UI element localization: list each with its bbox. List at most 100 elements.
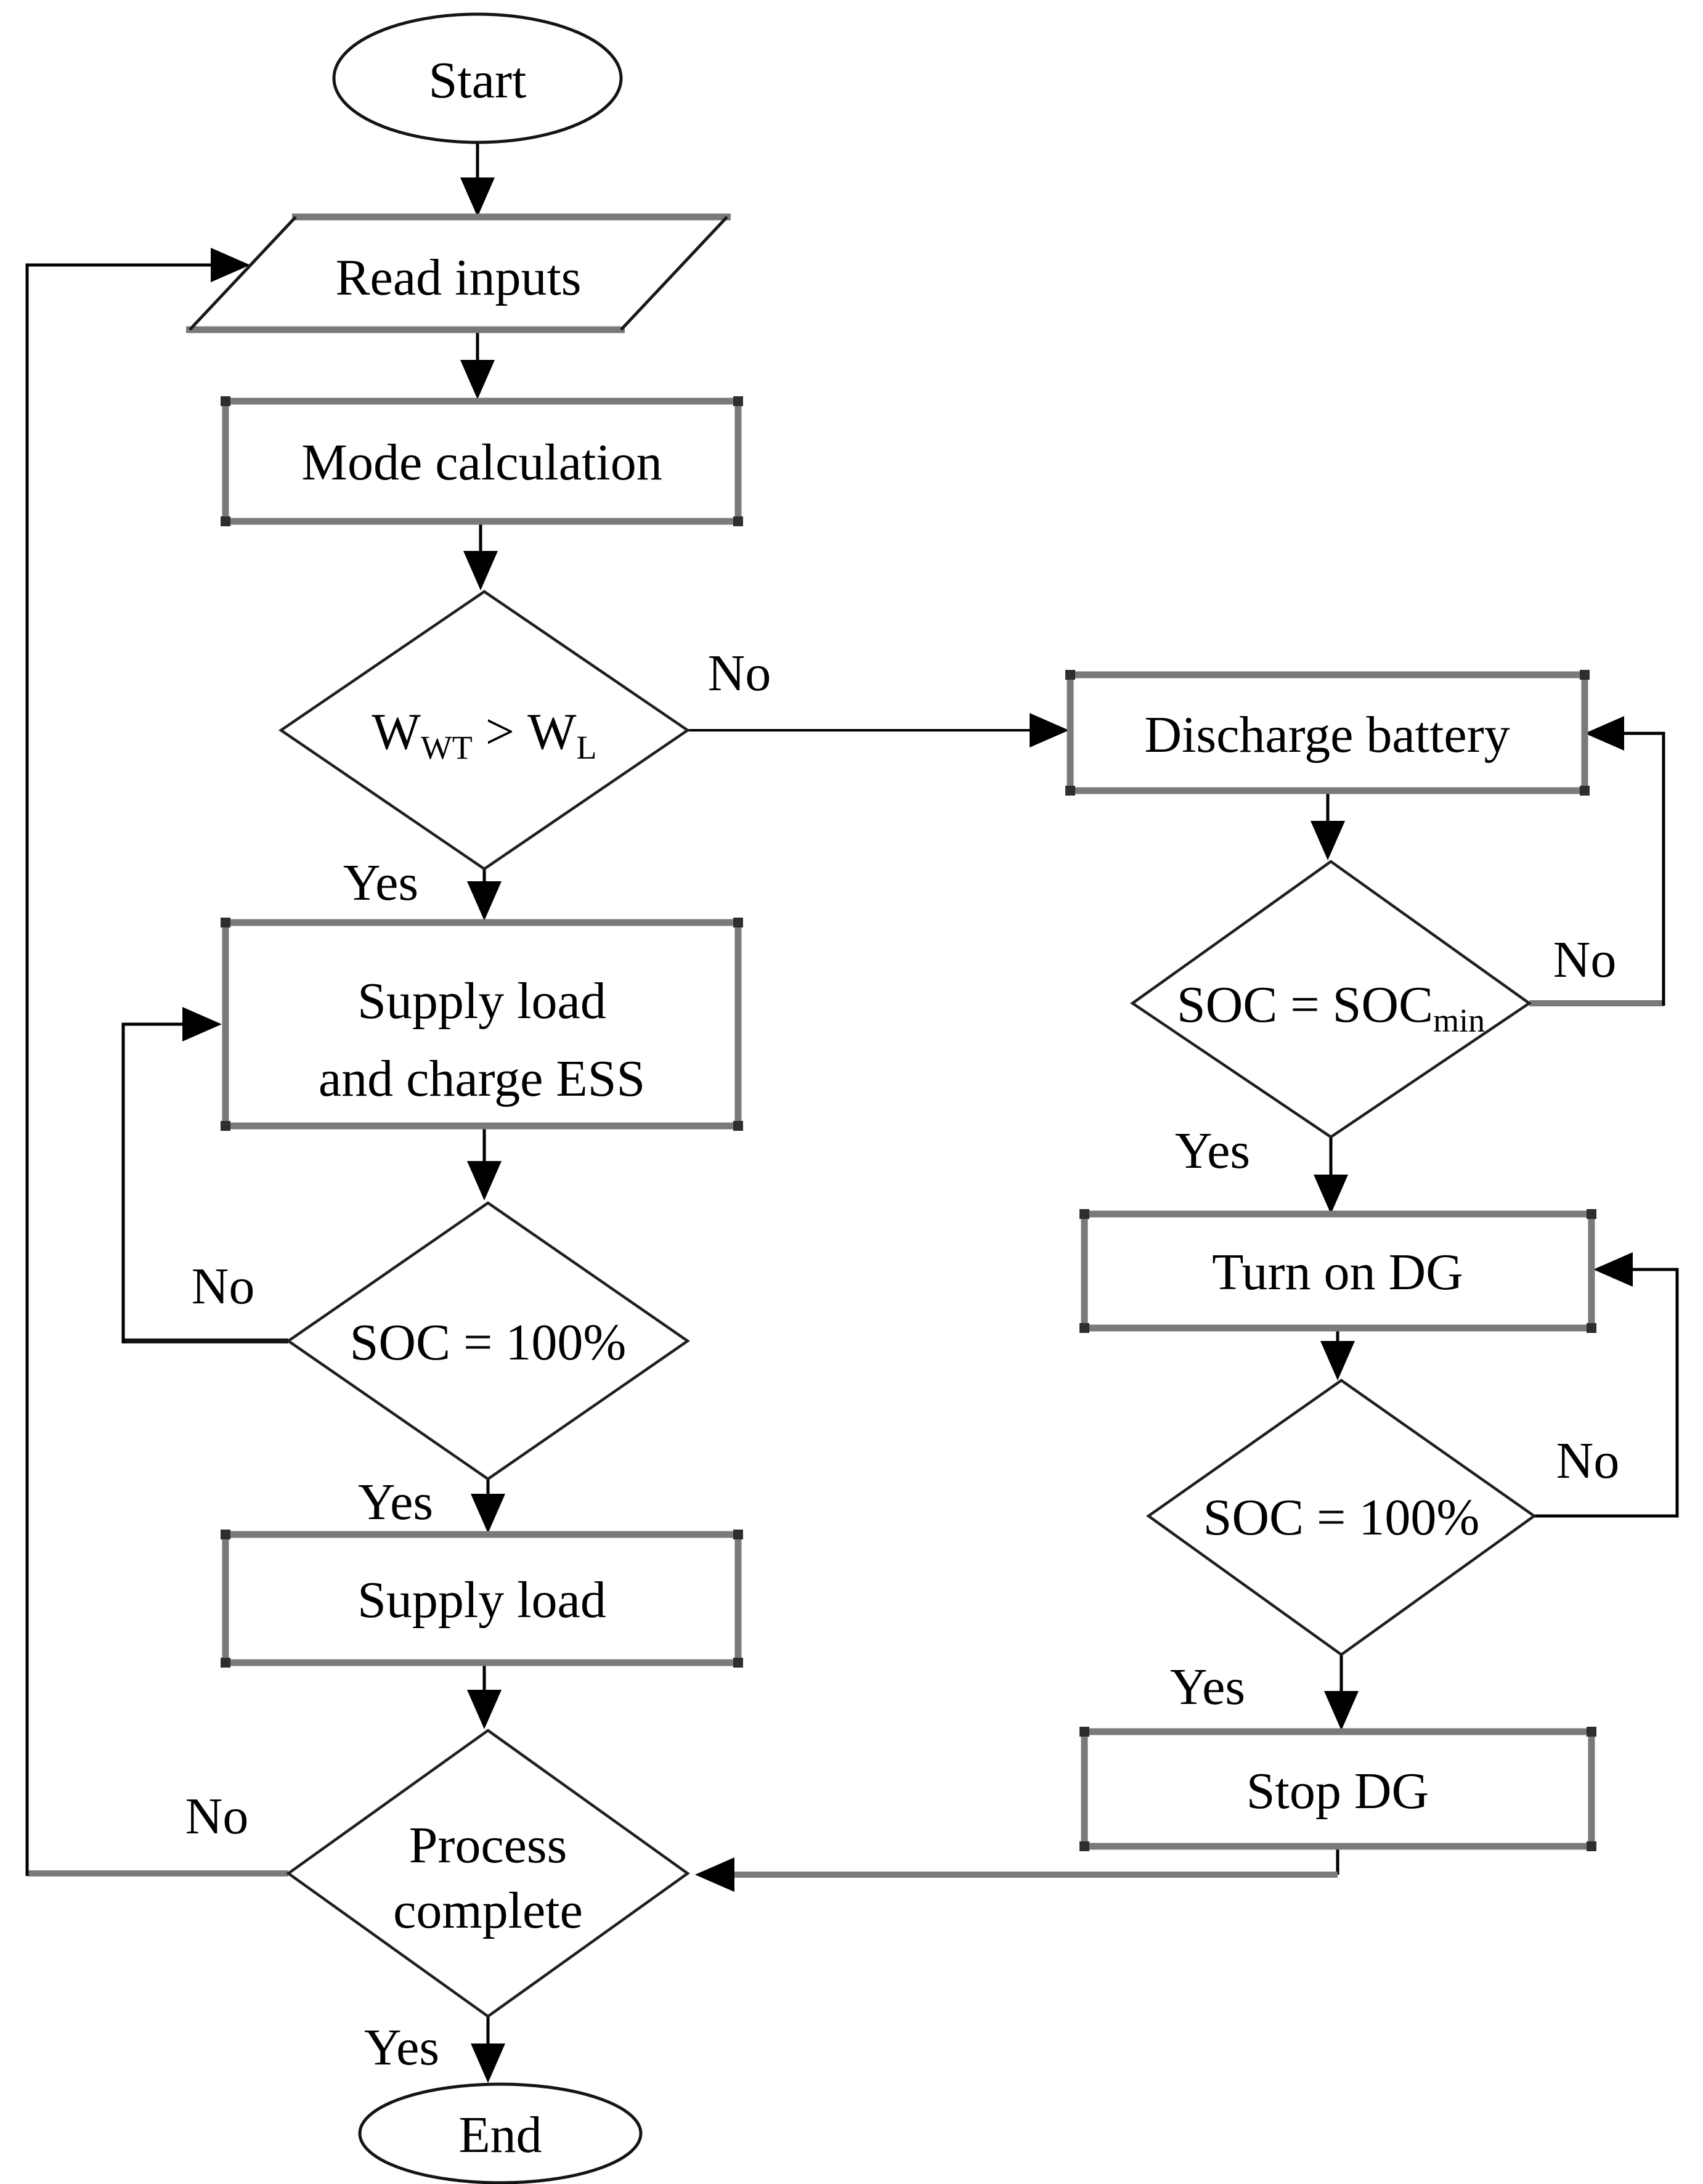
wind-sub-l: L xyxy=(576,729,596,766)
supply-charge-line1: Supply load xyxy=(357,972,606,1030)
read-inputs-label: Read inputs xyxy=(336,249,582,306)
arrowhead-socleft-yes xyxy=(471,1494,505,1533)
corner-nub xyxy=(1587,1727,1596,1737)
corner-nub xyxy=(733,396,743,406)
node-stop-dg: Stop DG xyxy=(1079,1727,1596,1851)
arrowhead-wind-no xyxy=(1030,713,1069,748)
arrowhead-mode-wind xyxy=(463,551,498,590)
node-supply-load: Supply load xyxy=(221,1530,743,1668)
wind-op: > W xyxy=(473,703,577,760)
node-read-inputs: Read inputs xyxy=(186,213,731,333)
soc-right-no-label: No xyxy=(1556,1432,1620,1489)
corner-nub xyxy=(1580,670,1590,680)
corner-nub xyxy=(733,1530,743,1539)
process-no-label: No xyxy=(185,1788,249,1845)
supply-load-label: Supply load xyxy=(357,1571,606,1629)
arrowhead-wind-yes xyxy=(467,881,502,921)
mode-calculation-box xyxy=(222,397,742,525)
discharge-battery-label: Discharge battery xyxy=(1144,706,1510,764)
node-turn-on-dg: Turn on DG xyxy=(1079,1209,1596,1333)
corner-nub xyxy=(1079,1841,1089,1851)
process-complete-line1: Process xyxy=(409,1817,567,1874)
corner-nub xyxy=(733,516,743,526)
node-discharge-battery: Discharge battery xyxy=(1065,670,1590,796)
corner-nub xyxy=(1079,1323,1089,1333)
edge-socmin-no-v xyxy=(1624,731,1665,1006)
corner-nub xyxy=(1079,1209,1089,1219)
soc-full-right-diamond xyxy=(1146,1379,1537,1656)
corner-nub xyxy=(733,918,743,927)
turn-on-dg-label: Turn on DG xyxy=(1212,1244,1463,1301)
arrowhead-start-read xyxy=(460,177,495,217)
node-supply-charge: Supply load and charge ESS xyxy=(221,918,743,1131)
edge-labels: No Yes No Yes No Yes No Yes No Yes xyxy=(185,645,1620,2076)
arrowhead-socleft-no xyxy=(182,1007,222,1041)
soc-full-left-diamond xyxy=(286,1201,690,1481)
process-yes-label: Yes xyxy=(364,2019,439,2076)
end-ellipse xyxy=(358,2082,643,2184)
soc-left-yes-label: Yes xyxy=(358,1473,433,1531)
start-ellipse xyxy=(332,12,623,144)
mode-calculation-label: Mode calculation xyxy=(301,434,662,491)
arrowhead-read-mode xyxy=(460,360,495,399)
arrowhead-turndg-socright xyxy=(1320,1341,1355,1380)
read-inputs-right-edge xyxy=(620,216,728,331)
supply-charge-line2: and charge ESS xyxy=(319,1050,645,1107)
wind-decision-label: WWT > WL xyxy=(372,703,597,766)
wind-sub-wt: WT xyxy=(421,729,473,766)
start-label: Start xyxy=(429,52,527,109)
soc-right-yes-label: Yes xyxy=(1170,1658,1245,1716)
corner-nub xyxy=(1587,1323,1596,1333)
soc-min-no-label: No xyxy=(1553,931,1617,988)
corner-nub xyxy=(221,1121,230,1131)
arrowhead-discharge-socmin xyxy=(1311,821,1345,860)
edge-process-no-v xyxy=(25,263,213,1876)
soc-full-right-label: SOC = 100% xyxy=(1203,1489,1480,1546)
corner-nub xyxy=(221,918,230,927)
wind-decision-diamond xyxy=(278,590,690,871)
corner-nub xyxy=(221,516,230,526)
arrowhead-process-yes xyxy=(471,2043,505,2083)
arrowhead-socmin-yes xyxy=(1314,1175,1348,1214)
soc-min-main: SOC = SOC xyxy=(1177,976,1433,1033)
wind-w: W xyxy=(372,703,421,760)
wind-yes-label: Yes xyxy=(343,854,418,911)
corner-nub xyxy=(221,1658,230,1668)
corner-nub xyxy=(733,1121,743,1131)
arrowhead-socright-no xyxy=(1593,1252,1633,1287)
soc-min-yes-label: Yes xyxy=(1175,1122,1250,1180)
arrowhead-socright-yes xyxy=(1324,1691,1359,1730)
corner-nub xyxy=(1587,1209,1596,1219)
corner-nub xyxy=(1065,786,1075,796)
supply-load-box xyxy=(222,1531,742,1666)
soc-full-left-label: SOC = 100% xyxy=(350,1314,627,1371)
wind-no-label: No xyxy=(708,645,771,702)
corner-nub xyxy=(1580,786,1590,796)
soc-min-diamond xyxy=(1130,860,1532,1139)
soc-min-label: SOC = SOCmin xyxy=(1177,976,1485,1039)
node-wind-decision: WWT > WL xyxy=(278,590,690,871)
process-complete-line2: complete xyxy=(393,1882,583,1939)
discharge-battery-box xyxy=(1067,671,1588,794)
arrowhead-socmin-no xyxy=(1585,716,1624,751)
node-mode-calculation: Mode calculation xyxy=(221,396,743,526)
soc-left-no-label: No xyxy=(192,1258,255,1315)
arrowhead-supplycharge-socleft xyxy=(467,1161,502,1200)
process-complete-diamond xyxy=(286,1729,690,2018)
soc-min-sub: min xyxy=(1433,1002,1485,1039)
arrowhead-process-no xyxy=(211,248,250,282)
corner-nub xyxy=(1065,670,1075,680)
turn-on-dg-box xyxy=(1081,1210,1595,1332)
corner-nub xyxy=(1587,1841,1596,1851)
read-inputs-shape xyxy=(190,217,727,330)
node-end: End xyxy=(358,2082,643,2184)
node-soc-min: SOC = SOCmin xyxy=(1130,860,1532,1139)
read-inputs-left-edge xyxy=(189,216,297,331)
node-process-complete: Process complete xyxy=(286,1729,690,2018)
stop-dg-label: Stop DG xyxy=(1246,1762,1429,1820)
supply-charge-box xyxy=(222,919,742,1130)
corner-nub xyxy=(1079,1727,1089,1737)
end-label: End xyxy=(458,2106,542,2164)
